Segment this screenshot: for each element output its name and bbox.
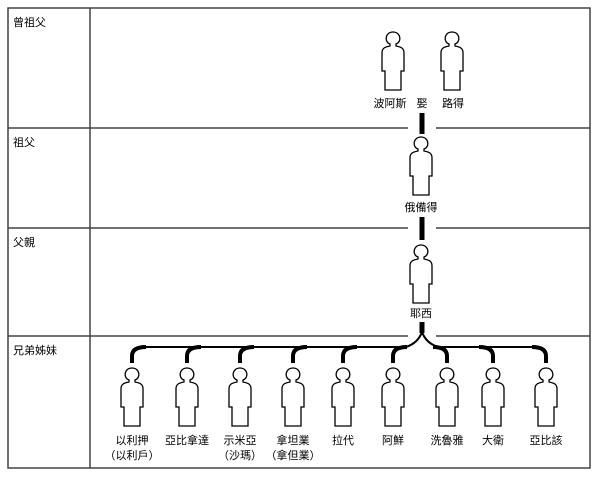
sibling-name: 示米亞 bbox=[224, 434, 257, 447]
person-obed: 俄備得 bbox=[405, 201, 438, 214]
person-jesse: 耶西 bbox=[410, 307, 432, 320]
person-boaz: 波阿斯 bbox=[374, 97, 407, 110]
sibling-link bbox=[391, 345, 408, 363]
figures bbox=[120, 31, 558, 427]
sibling-name: 拿坦業 bbox=[277, 433, 310, 447]
sibling-labels: 以利押 （以利戶） 亞比拿達 示米亞 （沙瑪） 拿坦業（拿但業） 拉代 阿鮮 洗魯雅 大衛 亞比該 bbox=[105, 433, 563, 462]
lineage-links bbox=[130, 113, 548, 363]
sibling-alt-name: （以利戶） bbox=[105, 449, 160, 462]
person-figure-icon bbox=[331, 367, 355, 427]
person-figure-icon bbox=[228, 367, 252, 427]
table-grid bbox=[7, 7, 591, 469]
sibling-name: 大衛 bbox=[482, 433, 504, 447]
person-figure-icon bbox=[435, 367, 459, 427]
sibling-branch-right bbox=[421, 331, 540, 348]
sibling-branch-left bbox=[140, 331, 423, 348]
sibling-link bbox=[341, 345, 358, 363]
person-figure-icon bbox=[409, 244, 433, 304]
sibling-link bbox=[185, 345, 202, 363]
sibling-link bbox=[130, 345, 147, 363]
sibling-link bbox=[238, 345, 255, 363]
sibling-link bbox=[291, 345, 308, 363]
row-label-father: 父親 bbox=[13, 236, 35, 249]
person-figure-icon bbox=[381, 367, 405, 427]
person-figure-icon bbox=[120, 367, 144, 427]
person-figure-icon bbox=[281, 367, 305, 427]
person-figure-icon bbox=[409, 136, 433, 196]
row-label-siblings: 兄弟姊妹 bbox=[13, 344, 57, 357]
sibling-name: 以利押 bbox=[116, 433, 149, 447]
marriage-label: 娶 bbox=[417, 97, 428, 110]
sibling-name: 洗魯雅 bbox=[431, 433, 464, 447]
sibling-link bbox=[478, 345, 495, 363]
person-figure-icon bbox=[381, 31, 405, 91]
person-figure-icon bbox=[175, 367, 199, 427]
sibling-alt-name: （拿但業） bbox=[266, 448, 321, 462]
sibling-name: 亞比拿達 bbox=[165, 433, 209, 447]
person-figure-icon bbox=[534, 367, 558, 427]
sibling-name: 拉代 bbox=[332, 433, 354, 447]
row-label-great-grandfather: 曾祖父 bbox=[13, 16, 46, 29]
sibling-name: 亞比該 bbox=[530, 433, 563, 447]
row-label-grandfather: 祖父 bbox=[13, 136, 35, 149]
sibling-link bbox=[432, 345, 449, 363]
table-border bbox=[7, 7, 591, 469]
person-figure-icon bbox=[440, 31, 464, 91]
person-ruth: 路得 bbox=[442, 97, 464, 110]
sibling-name: 阿鮮 bbox=[382, 433, 404, 447]
person-figure-icon bbox=[481, 367, 505, 427]
sibling-link bbox=[531, 345, 548, 363]
sibling-alt-name: （沙瑪） bbox=[218, 449, 262, 462]
